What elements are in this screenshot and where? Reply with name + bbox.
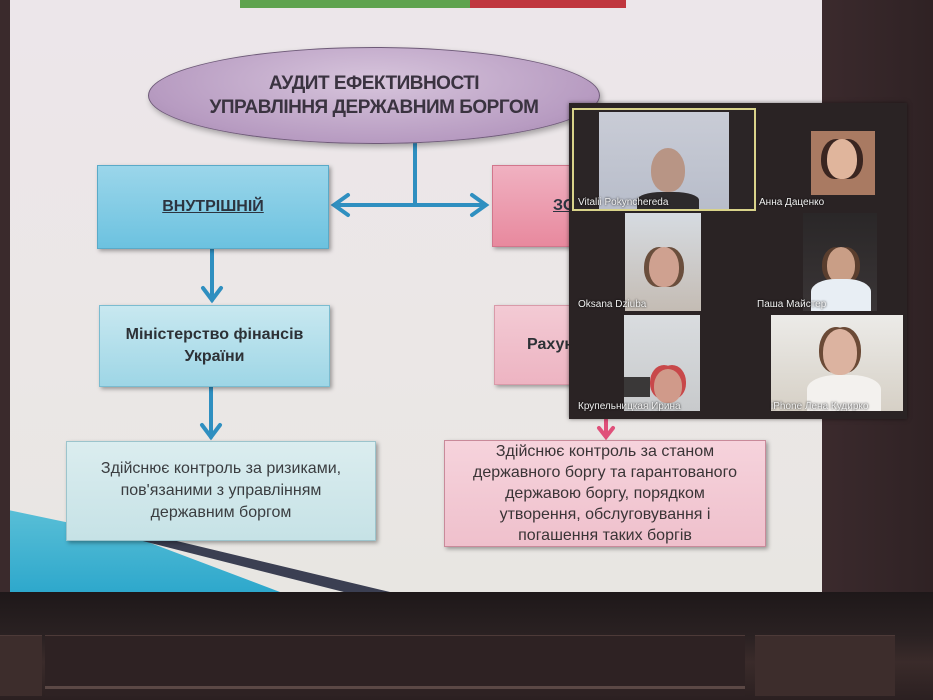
external-desc-line-1: Здійснює контроль за станом xyxy=(495,443,715,460)
monitor-bezel-left xyxy=(0,0,10,600)
toolbar-green-segment[interactable] xyxy=(240,0,470,8)
internal-audit-description: Здійснює контроль за ризиками, пов'язани… xyxy=(66,441,376,541)
participant-body xyxy=(637,192,699,209)
arrow-down-head-2 xyxy=(200,423,222,441)
participant-video xyxy=(803,213,877,311)
participant-tile[interactable]: Oksana Dziuba xyxy=(572,213,756,313)
internal-audit-box: ВНУТРІШНІЙ xyxy=(97,165,329,249)
external-desc-line-2: державного боргу та гарантованого xyxy=(473,464,737,481)
external-desc-line-4: утворення, обслуговування і xyxy=(499,506,711,523)
participant-face xyxy=(827,139,857,179)
participant-name: Паша Майстер xyxy=(757,299,827,310)
accounting-chamber-label: Рахун xyxy=(527,336,575,353)
ministry-line-1: Міністерство фінансів xyxy=(125,326,304,343)
participant-face xyxy=(649,247,679,287)
participant-video xyxy=(625,213,701,311)
participant-video xyxy=(771,315,903,411)
internal-desc-line-1: Здійснює контроль за ризиками, xyxy=(100,460,342,477)
arrow-down-head-pink xyxy=(597,426,615,441)
ministry-line-2: України xyxy=(184,348,245,365)
participant-tile[interactable]: Паша Майстер xyxy=(757,213,905,313)
participant-body xyxy=(811,279,871,311)
slide-title-line-1: АУДИТ ЕФЕКТИВНОСТІ xyxy=(268,72,480,94)
participant-tile[interactable]: iPhone Лена Кудирко xyxy=(757,315,905,417)
video-call-gallery[interactable]: Vitalii Pokynchereda Анна Даценко Oksana… xyxy=(569,103,907,419)
ministry-of-finance-box: Міністерство фінансів України xyxy=(99,305,330,387)
slide-title-line-2: УПРАВЛІННЯ ДЕРЖАВНИМ БОРГОМ xyxy=(209,96,539,118)
participant-tile[interactable]: Крупельницкая Ирина xyxy=(572,315,756,417)
participant-background-object xyxy=(624,377,650,397)
participant-video xyxy=(624,315,700,411)
participant-name: Анна Даценко xyxy=(759,197,825,208)
participant-name: iPhone Лена Кудирко xyxy=(771,401,869,412)
external-desc-line-3: державою боргу, порядком xyxy=(505,485,705,502)
internal-audit-heading: ВНУТРІШНІЙ xyxy=(162,198,264,215)
presentation-toolbar xyxy=(240,0,626,8)
participant-face xyxy=(823,329,857,375)
participant-name: Крупельницкая Ирина xyxy=(578,401,681,412)
participant-name: Oksana Dziuba xyxy=(578,299,647,310)
external-audit-description: Здійснює контроль за станом державного б… xyxy=(444,440,766,547)
participant-face xyxy=(651,148,685,192)
laptop-hinge-center xyxy=(45,635,745,696)
toolbar-red-segment[interactable] xyxy=(470,0,626,8)
participant-body xyxy=(807,375,881,411)
internal-desc-line-2: пов'язаними з управлінням xyxy=(120,482,322,499)
arrow-down-head-1 xyxy=(201,286,223,304)
participant-face xyxy=(654,369,682,403)
laptop-hinge-right xyxy=(755,635,895,696)
internal-desc-line-3: державним боргом xyxy=(150,504,292,521)
participant-video xyxy=(811,131,875,195)
participant-face xyxy=(827,247,855,283)
participant-tile[interactable]: Анна Даценко xyxy=(757,108,905,211)
laptop-edge-highlight xyxy=(45,686,745,689)
arrow-right-head xyxy=(470,193,490,217)
participant-name: Vitalii Pokynchereda xyxy=(578,197,669,208)
participant-video xyxy=(599,112,729,209)
slide-title-ellipse: АУДИТ ЕФЕКТИВНОСТІ УПРАВЛІННЯ ДЕРЖАВНИМ … xyxy=(148,47,600,144)
participant-tile[interactable]: Vitalii Pokynchereda xyxy=(572,108,756,211)
external-desc-line-5: погашення таких боргів xyxy=(518,527,692,544)
laptop-hinge-left xyxy=(0,635,42,696)
arrow-left-head xyxy=(330,193,350,217)
